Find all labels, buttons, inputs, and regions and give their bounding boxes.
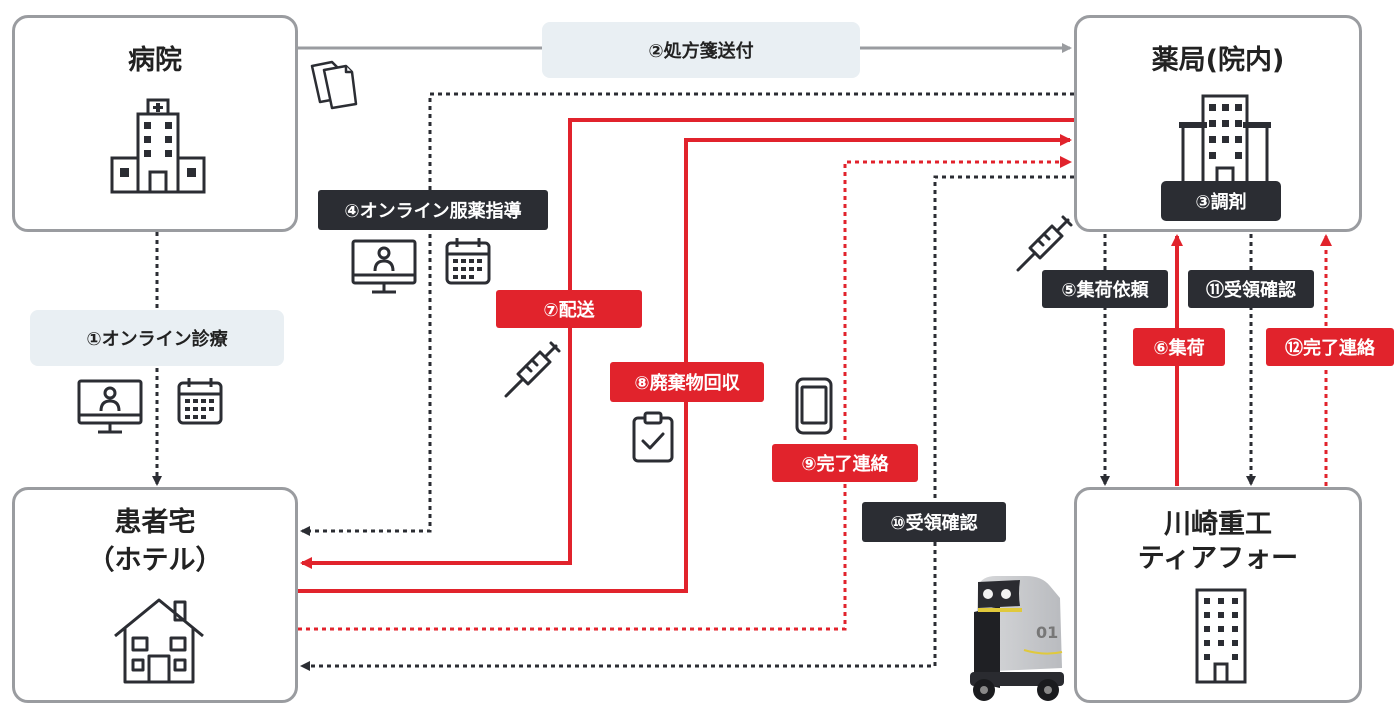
hospital-title: 病院 (128, 45, 182, 76)
kawasaki-title-line1: 川崎重工 (1164, 509, 1272, 540)
patient-title-line2: （ホテル） (87, 545, 223, 576)
house-icon (114, 598, 204, 684)
kawasaki-node: 川崎重工 ティアフォー (1074, 487, 1362, 703)
hospital-building-icon (110, 98, 206, 194)
syringe-icon (1016, 215, 1073, 272)
computer-monitor-icon (77, 379, 143, 434)
smartphone-icon (795, 377, 833, 435)
step-1-label: ①オンライン診療 (30, 310, 284, 366)
hospital-node: 病院 (12, 15, 298, 232)
pharmacy-title: 薬局(院内) (1151, 45, 1285, 76)
step-7-label: ⑦配送 (496, 290, 642, 328)
office-tower-icon (1195, 588, 1247, 684)
step-6-label: ⑥集荷 (1133, 328, 1225, 366)
arrow-s10 (300, 175, 1074, 671)
kawasaki-title-line2: ティアフォー (1137, 543, 1299, 574)
step-5-label: ⑤集荷依頼 (1042, 270, 1168, 308)
step-12-label: ⑫完了連絡 (1266, 328, 1394, 366)
step-10-label: ⑩受領確認 (862, 502, 1006, 542)
pharmacy-node: 薬局(院内) ③調剤 (1074, 15, 1362, 232)
documents-icon (310, 60, 358, 110)
calendar-icon (177, 378, 223, 425)
step-4-label: ④オンライン服薬指導 (318, 190, 548, 230)
patient-title-line1: 患者宅 (114, 507, 196, 538)
patient-node: 患者宅 （ホテル） (12, 487, 298, 703)
arrow-s9 (298, 156, 1072, 631)
delivery-robot-icon: 01 (970, 576, 1064, 701)
syringe-icon (504, 341, 561, 398)
arrow-s4 (300, 92, 1074, 536)
step-11-label: ⑪受領確認 (1188, 270, 1314, 308)
arrow-s7 (300, 118, 1074, 569)
pharmacy-building-icon (1179, 94, 1271, 190)
svg-text:01: 01 (1036, 623, 1058, 642)
step-9-label: ⑨完了連絡 (772, 444, 918, 482)
step-2-label: ②処方箋送付 (542, 22, 860, 78)
step-8-label: ⑧廃棄物回収 (610, 362, 764, 402)
computer-monitor-icon (351, 239, 417, 294)
step-3-label: ③調剤 (1161, 181, 1281, 221)
clipboard-check-icon (632, 411, 674, 463)
calendar-icon (445, 238, 491, 285)
